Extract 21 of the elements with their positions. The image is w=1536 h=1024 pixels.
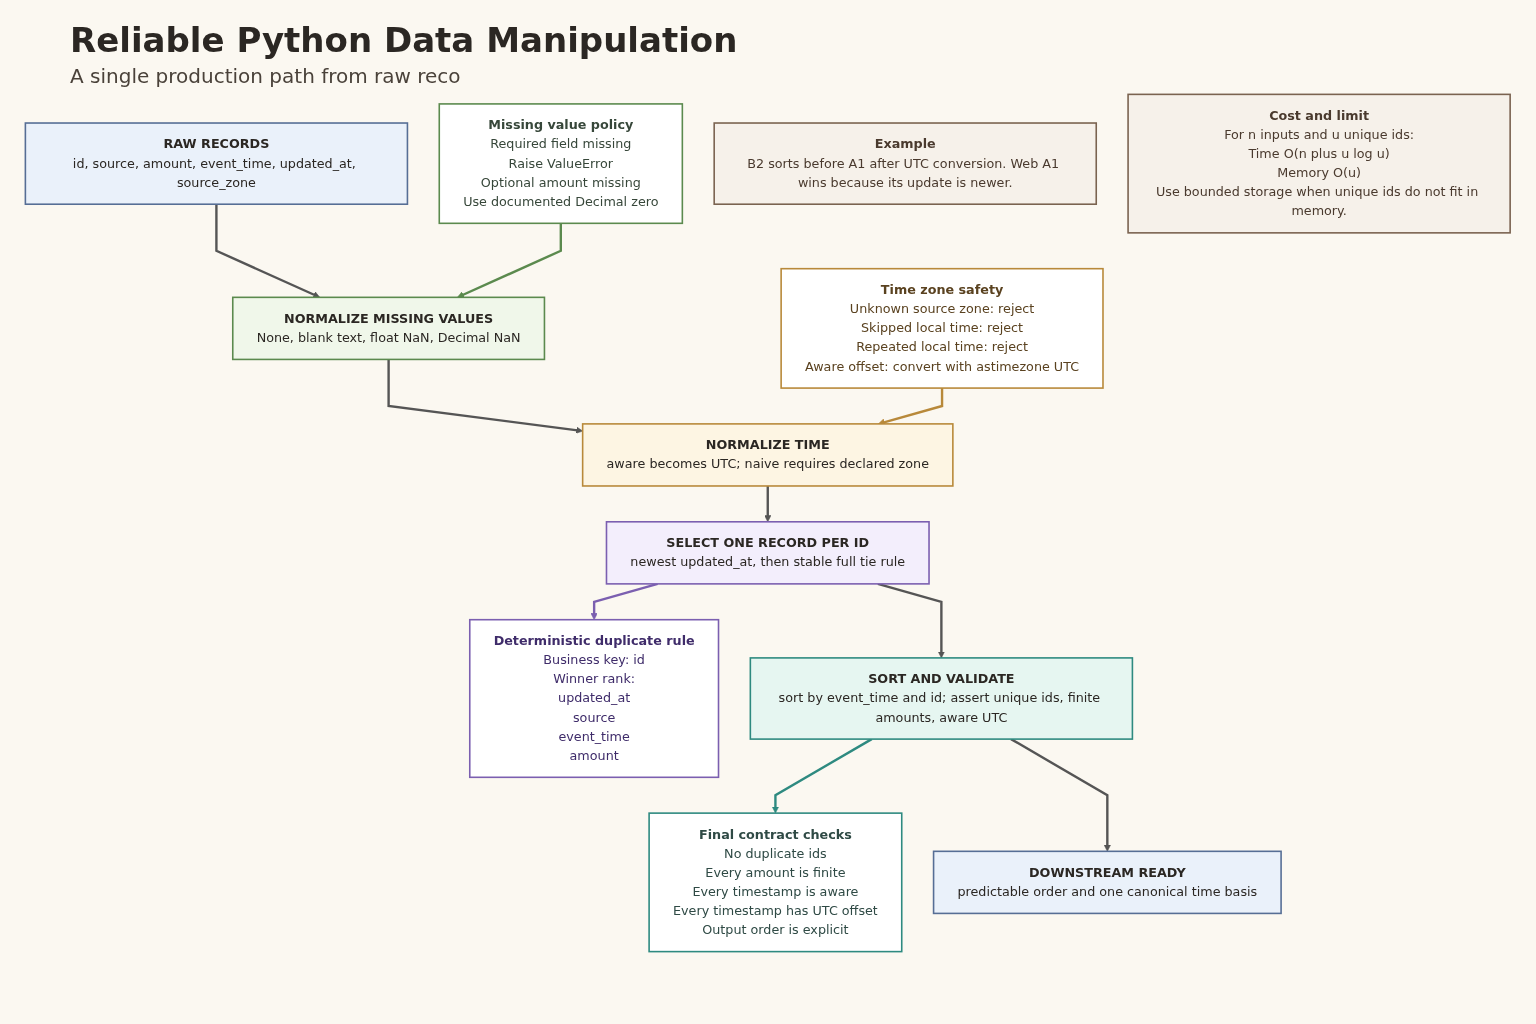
node-box: Time zone safety Unknown source zone: reject Skipped local time: reject Repeated local time: reject Aware offset: convert with astimezone UTC xyxy=(780,267,1104,389)
arrow xyxy=(457,223,563,298)
node-box: DOWNSTREAM READY predictable order and one canonical time basis xyxy=(933,850,1283,915)
diagram-subtitle: A single production path from raw reco xyxy=(70,64,462,88)
arrow xyxy=(877,582,946,659)
arrow xyxy=(772,738,873,814)
node-box: RAW RECORDS id, source, amount, event_time, updated_at, source_zone xyxy=(24,122,409,205)
arrow xyxy=(590,582,659,620)
node-box: Final contract checks No duplicate ids Every amount is finite Every timestamp is aware Every timestamp has UTC offset Output order is explicit xyxy=(648,812,903,953)
node-box: SELECT ONE RECORD PER ID newest updated_at, then stable full tie rule xyxy=(605,521,931,585)
diagram-title: Reliable Python Data Manipulation xyxy=(70,20,739,60)
arrow xyxy=(1010,738,1112,852)
node-box: Deterministic duplicate rule Business key: id Winner rank: updated_at source event_time amount xyxy=(469,618,720,779)
node-box: Example B2 sorts before A1 after UTC conversion. Web A1 wins because its update is newer. xyxy=(713,122,1098,205)
node-box: Missing value policy Required field missing Raise ValueError Optional amount missing Use documented Decimal zero xyxy=(438,103,684,225)
node-box: NORMALIZE TIME aware becomes UTC; naive requires declared zone xyxy=(582,423,954,487)
node-box: SORT AND VALIDATE sort by event_time and id; assert unique ids, finite amounts, aware UTC xyxy=(749,657,1134,740)
node-box: NORMALIZE MISSING VALUES None, blank text, float NaN, Decimal NaN xyxy=(232,296,546,361)
arrow xyxy=(764,486,772,523)
arrow xyxy=(215,204,321,298)
node-box: Cost and limit For n inputs and u unique ids: Time O(n plus u log u) Memory O(u) Use bounded storage when unique ids do not fit in memory. xyxy=(1127,93,1512,234)
